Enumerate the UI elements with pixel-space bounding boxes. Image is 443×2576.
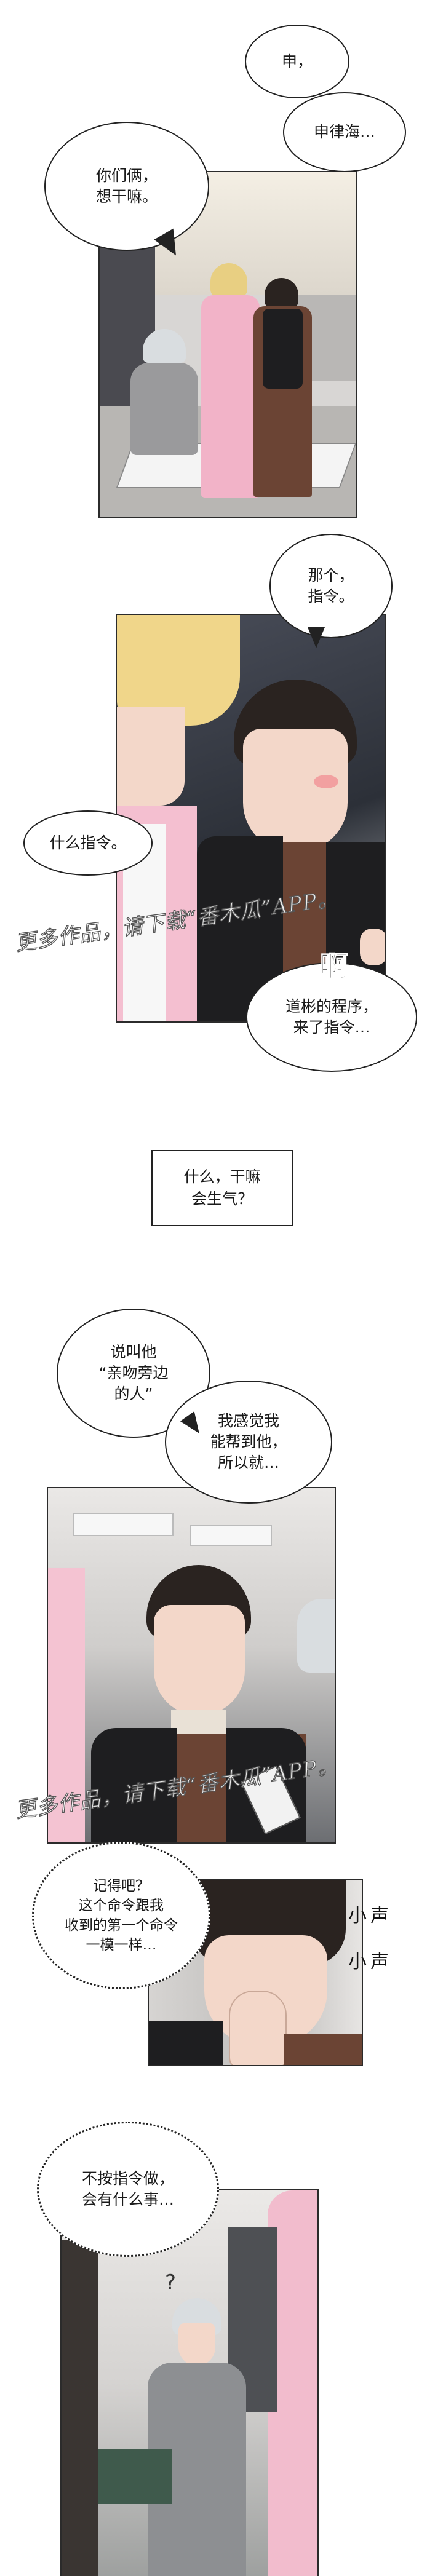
narration-why-angry: 什么，干嘛 会生气？: [151, 1150, 293, 1226]
blond-man-suit: [201, 295, 260, 498]
bubble-i-thought-help: 我感觉我 能帮到他， 所以就…: [165, 1381, 332, 1504]
whisper-text-2: 小声: [348, 1951, 393, 1973]
dark-hair-man-face: [243, 729, 348, 852]
dark-hair-man-face-smile: [154, 1605, 245, 1716]
panel-smiling: [47, 1487, 336, 1844]
dark-hair-man-vest-smile-left: [91, 1728, 177, 1842]
bubble-shen: 申，: [245, 25, 349, 98]
silver-hair-man-hair: [143, 329, 186, 363]
bubble-shen-lvhai: 申律海…: [283, 92, 406, 172]
pink-shoulder-left: [48, 1568, 85, 1842]
panel-office-wide: [98, 171, 357, 518]
bubble-that-command: 那个， 指令。: [269, 534, 393, 638]
sfx-ah: 啊: [320, 949, 349, 983]
bubble-tail: [308, 627, 325, 648]
hand: [360, 929, 385, 965]
dark-hair-man-hair: [265, 278, 298, 307]
whisper-text-1: 小声: [348, 1905, 393, 1927]
ceiling-lights: [190, 1525, 272, 1546]
silver-hair-man-face-bottom: [178, 2323, 215, 2366]
dark-figure-left: [62, 2240, 98, 2576]
shirt-whisper: [284, 2034, 362, 2065]
bubble-not-following: 不按指令做， 会有什么事…: [37, 2122, 219, 2257]
silver-hair-man-body: [130, 363, 198, 455]
dark-hair-man-vest: [263, 309, 303, 389]
blond-man-face: [117, 707, 185, 806]
blush-mark: [314, 775, 338, 788]
question-mark: ?: [165, 2270, 177, 2295]
ceiling-lights: [73, 1513, 174, 1536]
bubble-what-command: 什么指令。: [23, 810, 153, 876]
blond-man-hair: [210, 263, 247, 297]
panel-whisper: [148, 1879, 363, 2066]
vest-whisper: [149, 2021, 223, 2065]
silver-hair-man-peek: [297, 1599, 335, 1673]
bubble-remember: 记得吧？ 这个命令跟我 收到的第一个命令 一模一样…: [32, 1842, 210, 1989]
bubble-program-command: 道彬的程序， 来了指令…: [246, 962, 417, 1072]
desk-green: [98, 2449, 172, 2504]
raised-hand: [229, 1991, 287, 2065]
bubble-what-do-you-want: 你们俩， 想干嘛。: [44, 122, 209, 251]
